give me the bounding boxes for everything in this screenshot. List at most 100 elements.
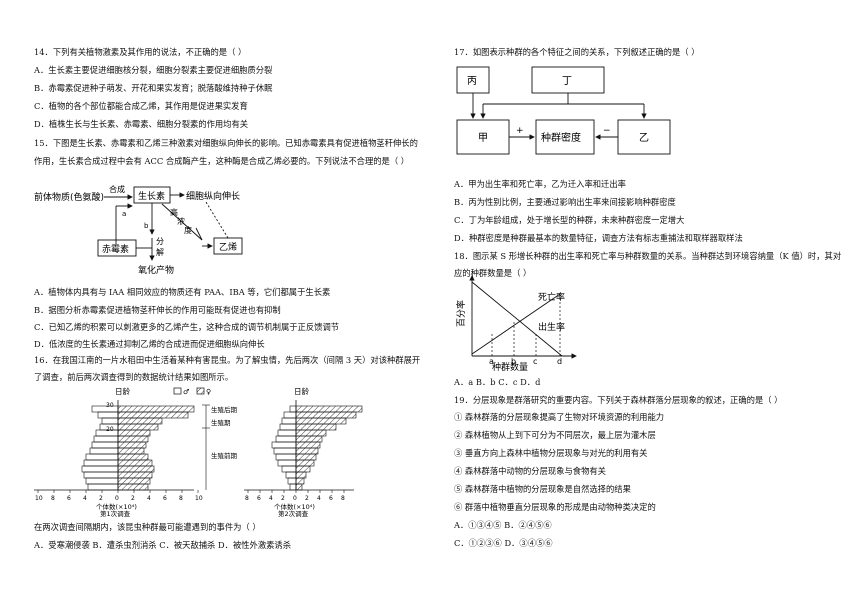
box-yi: 乙	[639, 132, 649, 144]
x-tick-label: 8	[179, 495, 183, 502]
x-tick-label: 2	[131, 495, 135, 502]
pyramid-bar	[83, 471, 119, 479]
x-tick-label: 2	[305, 495, 309, 502]
pyramid-bar	[117, 417, 163, 425]
pyramid-bar	[277, 429, 297, 437]
chart-ylabel: 百分率	[455, 300, 467, 327]
x-tick-label: 10	[195, 495, 203, 502]
pyramid-bar	[117, 483, 149, 491]
x-tick-label: b	[511, 357, 516, 366]
x-tick-label: 4	[269, 495, 273, 502]
pyramid-bar	[295, 429, 327, 437]
birth-rate-line	[471, 281, 563, 357]
pyramid-bar	[83, 459, 119, 467]
pyramid-bar	[283, 411, 297, 419]
pyramid-bar	[285, 471, 297, 479]
q14-option-a: A．生长素主要促进细胞核分裂，细胞分裂素主要促进细胞质分裂	[34, 65, 273, 75]
decompose-1: 分	[156, 237, 164, 246]
right-column: 17．如图表示种群的各个特征之间的关系，下列叙述正确的是（ ） 丙 丁 甲 种群…	[430, 0, 860, 607]
x-tick-label: 0	[293, 495, 297, 502]
pyramid-bar	[279, 423, 297, 431]
precursor-label: 前体物质(色氨酸)	[34, 191, 104, 203]
death-rate-label: 死亡率	[538, 291, 565, 303]
q16-question: 在两次调查间隔期内，该昆虫种群最可能遭遇到的事件为（ ）	[34, 522, 261, 532]
high-1: 高	[170, 207, 178, 217]
q19-item-3: ③ 垂直方向上森林中植物分层现象与对光的利用有关	[454, 448, 648, 458]
pyramid-bar	[117, 471, 153, 479]
decompose-2: 解	[156, 247, 164, 257]
pyramid-age-label-2: 日龄	[294, 386, 309, 396]
pyramid-bar	[117, 423, 159, 431]
q19-item-5: ⑤ 森林群落中植物的分层现象是自然选择的结果	[454, 484, 631, 494]
survey2-label: 第2次调查	[278, 509, 309, 517]
q19-item-2: ② 森林植物从上到下可分为不同层次，最上层为灌木层	[454, 430, 656, 440]
population-diagram: 丙 丁 甲 种群密度 乙 + −	[456, 66, 671, 155]
pyramid-bar	[89, 447, 119, 455]
x-tick-label: 8	[245, 495, 249, 502]
post-repro-label: 生殖后期	[211, 405, 238, 414]
ytick-30: 30	[106, 402, 114, 409]
pyramid-bar	[295, 471, 307, 479]
pyramid-bar	[85, 453, 119, 461]
ethylene-label: 乙烯	[219, 241, 237, 253]
x-tick-label: d	[557, 357, 562, 366]
x-tick-label: 4	[83, 495, 87, 502]
repro-label: 生殖期	[211, 418, 231, 427]
pyramid-bar	[97, 411, 119, 419]
q14-stem: 14．下列有关植物激素及其作用的说法，不正确的是（ ）	[34, 47, 247, 57]
q15-option-a: A．植物体内具有与 IAA 相同效应的物质还有 PAA、IBA 等，它们都属于生…	[34, 287, 331, 297]
high-3: 度	[184, 225, 192, 235]
q17-option-b: B．丙为性别比例，主要通过影响出生率来间接影响种群密度	[454, 197, 676, 207]
death-rate-line	[471, 293, 561, 355]
survey2-bars	[271, 405, 363, 491]
x-tick-label: 10	[35, 495, 43, 502]
pyramid-bar	[101, 417, 119, 425]
hormone-diagram: 前体物质(色氨酸) 合成 生长素 细胞纵向伸长 a 赤霉素 分 解 b 氧化产物…	[34, 184, 243, 276]
pyramid-bar	[295, 423, 337, 431]
pyramid-bar	[85, 477, 119, 485]
birth-rate-label: 出生率	[538, 321, 565, 333]
pyramid-bar	[275, 435, 297, 443]
pyramid-bar	[93, 435, 119, 443]
q17-option-d: D．种群密度是种群最基本的数量特征，调查方法有标志重捕法和取样器取样法	[454, 233, 743, 243]
x-tick-label: 0	[115, 495, 119, 502]
pyramid-bar	[91, 441, 119, 449]
pyramid-bar	[287, 477, 297, 485]
x-tick-label: 4	[147, 495, 151, 502]
q15-option-d: D．低浓度的生长素通过抑制乙烯的合成进而促进细胞纵向伸长	[34, 339, 265, 349]
survey1-label: 第1次调查	[100, 509, 131, 517]
survey1-bars	[81, 405, 195, 491]
pyramid-bar	[289, 483, 297, 491]
pyramid-bar	[117, 447, 145, 455]
pyramid-bar	[117, 405, 195, 413]
pyramid-bar	[295, 447, 319, 455]
pyramid-bar	[295, 411, 357, 419]
q19-item-4: ④ 森林群落中动物的分层现象与食物有关	[454, 466, 606, 476]
q19-stem: 19．分层现象是群落研究的重要内容。下列关于森林群落分层现象的叙述，正确的是（ …	[454, 395, 783, 405]
pyramid-bar	[117, 441, 147, 449]
pyramid-bar	[295, 459, 315, 467]
xaxis-label-1: 个体数(×10⁴)	[96, 502, 137, 511]
pyramid-bar	[289, 405, 297, 413]
pyramid-bar	[117, 465, 155, 473]
pyramid-bar	[295, 417, 347, 425]
pyramid-bar	[281, 417, 297, 425]
pyramid-bar	[117, 477, 151, 485]
x-tick-label: 8	[51, 495, 55, 502]
q15-option-c: C．已知乙烯的积累可以刺激更多的乙烯产生，这种合成的调节机制属于正反馈调节	[34, 322, 340, 332]
x-tick-label: c	[533, 357, 537, 366]
q19-options-1: A．①③④⑤ B．②④⑤⑥	[454, 520, 552, 530]
oxidized-label: 氧化产物	[138, 264, 174, 276]
q14-option-c: C．植物的各个部位都能合成乙烯，其作用是促进果实发育	[34, 101, 248, 111]
label-b: b	[144, 222, 149, 230]
q19-options-2: C．①②③⑥ D．③④⑤⑥	[454, 538, 553, 548]
pyramid-bar	[117, 411, 189, 419]
box-jia: 甲	[478, 133, 488, 144]
pyramid-bar	[281, 465, 297, 473]
pyramid-bar	[295, 483, 303, 491]
pyramid-bar	[117, 453, 149, 461]
pyramid-bar	[295, 477, 305, 485]
pyramid-bar	[87, 483, 119, 491]
